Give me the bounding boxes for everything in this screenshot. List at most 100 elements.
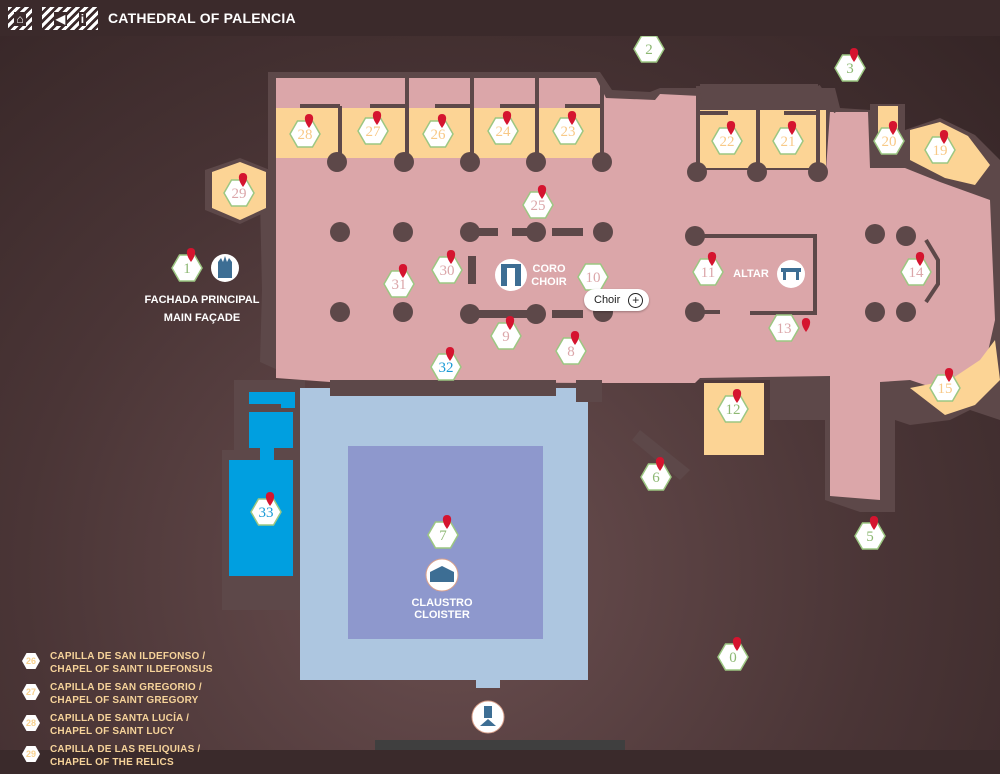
marker-number: 31 xyxy=(392,277,407,293)
legend-line-en: CHAPEL OF SAINT ILDEFONSUS xyxy=(50,664,213,675)
marker-number: 3 xyxy=(846,61,854,77)
map-pin-icon xyxy=(915,252,925,266)
floor-plan-map[interactable]: FACHADA PRINCIPAL MAIN FAÇADE CORO CHOIR… xyxy=(0,36,1000,768)
marker-hexagon xyxy=(711,127,743,155)
nav-button-group[interactable]: ◀ i xyxy=(42,7,98,30)
area-facade[interactable]: FACHADA PRINCIPAL MAIN FAÇADE xyxy=(145,254,260,324)
marker-number: 19 xyxy=(933,143,948,159)
map-pin-icon xyxy=(570,331,580,345)
marker-hexagon xyxy=(431,256,463,284)
marker-number: 26 xyxy=(431,127,447,143)
poi-marker-2[interactable]: 2 xyxy=(633,36,665,63)
poi-marker-27[interactable]: 27 xyxy=(357,111,389,145)
poi-marker-30[interactable]: 30 xyxy=(431,250,463,284)
poi-marker-19[interactable]: 19 xyxy=(924,130,956,164)
facade-label-es: FACHADA PRINCIPAL xyxy=(145,294,260,306)
area-choir[interactable]: CORO CHOIR xyxy=(495,259,567,291)
poi-marker-22[interactable]: 22 xyxy=(711,121,743,155)
legend-line-en: CHAPEL OF SAINT GREGORY xyxy=(50,695,199,706)
marker-number: 27 xyxy=(366,124,382,140)
area-altar[interactable]: ALTAR xyxy=(733,260,805,288)
poi-marker-15[interactable]: 15 xyxy=(929,368,961,402)
poi-marker-12[interactable]: 12 xyxy=(717,389,749,423)
marker-number: 2 xyxy=(645,42,653,58)
floor-plan-svg: FACHADA PRINCIPAL MAIN FAÇADE CORO CHOIR… xyxy=(145,36,1000,734)
poi-marker-7[interactable]: 7 xyxy=(427,515,459,549)
choir-label-en: CHOIR xyxy=(531,276,567,288)
map-pin-icon xyxy=(238,173,248,187)
marker-hexagon xyxy=(929,374,961,402)
marker-hexagon xyxy=(552,117,584,145)
legend-hex-badge: 26 xyxy=(22,653,40,669)
marker-number: 21 xyxy=(781,134,796,150)
marker-number: 11 xyxy=(701,265,715,281)
map-pin-icon xyxy=(537,185,547,199)
tooltip-label: Choir xyxy=(594,294,621,306)
marker-number: 15 xyxy=(938,381,953,397)
map-pin-icon xyxy=(869,516,879,530)
poi-marker-10[interactable]: 10 xyxy=(577,263,609,291)
marker-number: 5 xyxy=(866,529,874,545)
map-pin-icon xyxy=(732,389,742,403)
poi-marker-23[interactable]: 23 xyxy=(552,111,584,145)
legend-hex-badge: 28 xyxy=(22,715,40,731)
poi-marker-21[interactable]: 21 xyxy=(772,121,804,155)
poi-marker-9[interactable]: 9 xyxy=(490,316,522,350)
entrance-button[interactable] xyxy=(471,700,505,734)
marker-hexagon xyxy=(577,263,609,291)
poi-marker-25[interactable]: 25 xyxy=(522,185,554,219)
poi-marker-28[interactable]: 28 xyxy=(289,114,321,148)
poi-marker-5[interactable]: 5 xyxy=(854,516,886,550)
poi-marker-14[interactable]: 14 xyxy=(900,252,932,286)
legend-item[interactable]: 29 CAPILLA DE LAS RELIQUIAS /CHAPEL OF T… xyxy=(18,743,258,774)
marker-hexagon xyxy=(522,191,554,219)
marker-hexagon xyxy=(717,395,749,423)
legend-line-en: CHAPEL OF THE RELICS xyxy=(50,757,174,768)
poi-marker-26[interactable]: 26 xyxy=(422,114,454,148)
legend-item[interactable]: 28 CAPILLA DE SANTA LUCÍA /CHAPEL OF SAI… xyxy=(18,712,258,743)
marker-hexagon xyxy=(383,270,415,298)
map-pin-icon xyxy=(445,347,455,361)
poi-marker-32[interactable]: 32 xyxy=(430,347,462,381)
poi-marker-24[interactable]: 24 xyxy=(487,111,519,145)
back-arrow-icon[interactable]: ◀ xyxy=(53,11,68,26)
home-button[interactable]: ⌂ xyxy=(8,7,32,30)
poi-marker-11[interactable]: 11 xyxy=(692,252,724,286)
poi-marker-1[interactable]: 1 xyxy=(171,248,203,282)
marker-hexagon xyxy=(357,117,389,145)
marker-number: 12 xyxy=(726,402,741,418)
marker-hexagon xyxy=(490,322,522,350)
legend-item[interactable]: 27 CAPILLA DE SAN GREGORIO /CHAPEL OF SA… xyxy=(18,681,258,712)
marker-hexagon xyxy=(487,117,519,145)
info-icon[interactable]: i xyxy=(78,11,87,26)
marker-number: 30 xyxy=(440,263,455,279)
page-title: CATHEDRAL OF PALENCIA xyxy=(108,10,296,26)
marker-hexagon xyxy=(900,258,932,286)
poi-marker-6[interactable]: 6 xyxy=(640,457,672,491)
altar-table-icon xyxy=(777,260,805,288)
map-pin-icon xyxy=(707,252,717,266)
legend-item[interactable]: 26 CAPILLA DE SAN ILDEFONSO /CHAPEL OF S… xyxy=(18,650,258,681)
marker-hexagon xyxy=(768,314,800,342)
side-chapels xyxy=(212,106,1000,455)
poi-marker-13[interactable]: 13 xyxy=(768,314,811,342)
choir-label-es: CORO xyxy=(533,263,566,275)
poi-marker-33[interactable]: 33 xyxy=(250,492,282,526)
poi-marker-20[interactable]: 20 xyxy=(873,121,905,155)
marker-hexagon xyxy=(692,258,724,286)
area-cloister[interactable]: CLAUSTRO CLOISTER xyxy=(411,558,473,621)
bottom-bar xyxy=(375,740,625,750)
marker-number: 22 xyxy=(720,134,735,150)
marker-hexagon xyxy=(873,127,905,155)
plus-circle-icon[interactable]: + xyxy=(628,292,644,308)
poi-marker-31[interactable]: 31 xyxy=(383,264,415,298)
map-pin-icon xyxy=(372,111,382,125)
map-pin-icon xyxy=(726,121,736,135)
poi-marker-29[interactable]: 29 xyxy=(223,173,255,207)
marker-hexagon xyxy=(427,521,459,549)
poi-marker-0[interactable]: 0 xyxy=(717,637,749,671)
poi-marker-8[interactable]: 8 xyxy=(555,331,587,365)
choir-tooltip[interactable]: Choir + xyxy=(584,289,650,311)
poi-marker-3[interactable]: 3 xyxy=(834,48,866,82)
